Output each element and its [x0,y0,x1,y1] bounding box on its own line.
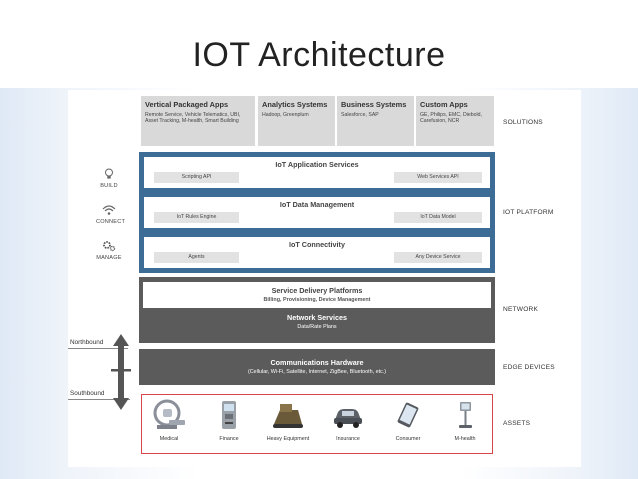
manage-group: MANAGE [96,240,122,261]
solution-description: Hadoop, Greenplum [262,112,309,118]
layer-title: IoT Application Services [275,160,359,169]
solution-vertical-apps: Vertical Packaged Apps Remote Service, V… [141,96,255,146]
label-assets: ASSETS [503,420,531,427]
connect-label: CONNECT [96,219,126,225]
chip-any-device-service: Any Device Service [394,252,482,263]
asset-consumer: Consumer [383,398,433,442]
asset-heavy-equipment: Heavy Equipment [263,398,313,442]
assets-block: Medical Finance Heavy Equipment Insuranc… [141,394,493,454]
asset-finance: Finance [204,398,254,442]
solution-description: Salesforce, SAP [341,112,379,118]
layer-data-management: IoT Data Management IoT Rules Engine IoT… [144,197,490,228]
northbound-label: Northbound [70,339,104,346]
label-network: NETWORK [503,306,539,313]
asset-m-health: M-health [440,398,490,442]
gears-icon [96,240,122,255]
asset-insurance: Insurance [323,398,373,442]
edge-title: Communications Hardware [270,358,364,367]
asset-label: Consumer [395,436,421,442]
asset-label: Insurance [336,436,360,442]
solution-heading: Vertical Packaged Apps [145,100,229,109]
northbound-line [68,348,128,349]
chip-web-services-api: Web Services API [394,172,482,183]
network-block: Service Delivery Platforms Billing, Prov… [139,277,495,343]
southbound-label: Southbound [70,390,105,397]
health-monitor-icon [459,402,472,428]
sdp-title: Service Delivery Platforms [271,286,363,295]
manage-label: MANAGE [96,255,122,261]
label-edge-devices: EDGE DEVICES [503,364,555,371]
wireless-icon [96,204,122,219]
asset-label: M-health [454,436,476,442]
edge-subtitle: (Cellular, Wi-Fi, Satellite, Internet, Z… [247,369,387,375]
iot-platform-block: IoT Application Services Scripting API W… [139,152,495,273]
asset-medical: Medical [144,398,194,442]
atm-icon [222,401,236,429]
network-services: Network Services Data/Rate Plans [139,313,495,330]
car-icon [334,409,362,428]
solution-description: GE, Philips, EMC, Diebold, Carefusion, N… [420,112,482,125]
solution-analytics-systems: Analytics Systems Hadoop, Greenplum [258,96,335,146]
chip-rules-engine: IoT Rules Engine [154,212,239,223]
layer-connectivity: IoT Connectivity Agents Any Device Servi… [144,237,490,268]
solution-heading: Business Systems [341,100,407,109]
build-group: BUILD [96,168,122,189]
label-solutions: SOLUTIONS [503,119,543,126]
communications-hardware-block: Communications Hardware (Cellular, Wi-Fi… [139,349,495,385]
layer-title: IoT Data Management [279,200,355,209]
ns-subtitle: Data/Rate Plans [297,324,337,330]
layer-title: IoT Connectivity [289,240,345,249]
layer-application-services: IoT Application Services Scripting API W… [144,157,490,188]
chip-agents: Agents [154,252,239,263]
slide-title: IOT Architecture [192,36,446,74]
lightbulb-icon [96,168,122,183]
connect-group: CONNECT [96,204,126,225]
southbound-line [68,399,130,400]
chip-data-model: IoT Data Model [394,212,482,223]
heavy-equipment-icon [273,404,303,428]
tablet-icon [397,402,419,428]
sdp-subtitle: Billing, Provisioning, Device Management [263,297,371,303]
solution-business-systems: Business Systems Salesforce, SAP [337,96,414,146]
bidirectional-arrow-icon [111,334,131,410]
build-label: BUILD [100,183,118,189]
solution-heading: Custom Apps [420,100,468,109]
medical-scanner-icon [153,399,185,429]
solution-custom-apps: Custom Apps GE, Philips, EMC, Diebold, C… [416,96,494,146]
asset-label: Finance [219,436,239,442]
asset-label: Medical [159,436,179,442]
solution-heading: Analytics Systems [262,100,328,109]
chip-scripting-api: Scripting API [154,172,239,183]
asset-label: Heavy Equipment [266,436,310,442]
label-iot-platform: IOT PLATFORM [503,209,554,216]
solution-description: Remote Service, Vehicle Telematics, UBI,… [145,112,241,125]
service-delivery-platforms: Service Delivery Platforms Billing, Prov… [143,282,491,308]
ns-title: Network Services [287,313,347,322]
